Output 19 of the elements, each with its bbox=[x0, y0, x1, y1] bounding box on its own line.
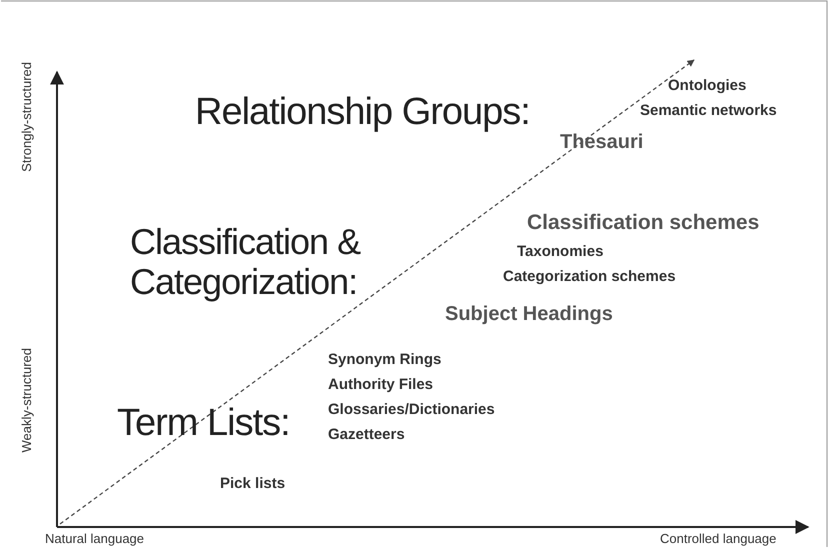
item-text: Glossaries/Dictionaries bbox=[328, 402, 495, 418]
axis-label: Strongly-structured bbox=[20, 62, 34, 172]
item-text: Semantic networks bbox=[640, 103, 777, 120]
group-heading: Classification & Categorization: bbox=[130, 222, 362, 302]
item-text: Gazetteers bbox=[328, 427, 405, 444]
item-text: Thesauri bbox=[560, 131, 644, 153]
item-text: Subject Headings bbox=[445, 303, 613, 325]
item-text: Ontologies bbox=[668, 78, 746, 94]
item-text: Taxonomies bbox=[517, 244, 604, 260]
group-heading: Term Lists: bbox=[117, 403, 290, 445]
axis-label: Weakly-structured bbox=[20, 348, 34, 453]
item-text: Pick lists bbox=[220, 476, 286, 492]
item-text: Categorization schemes bbox=[503, 269, 676, 286]
group-heading: Relationship Groups: bbox=[195, 92, 530, 134]
axis-label: Controlled language bbox=[660, 532, 776, 546]
item-text: Synonym Rings bbox=[328, 352, 442, 368]
item-text: Classification schemes bbox=[527, 211, 760, 234]
item-text: Authority Files bbox=[328, 377, 434, 394]
axis-label: Natural language bbox=[45, 532, 144, 546]
